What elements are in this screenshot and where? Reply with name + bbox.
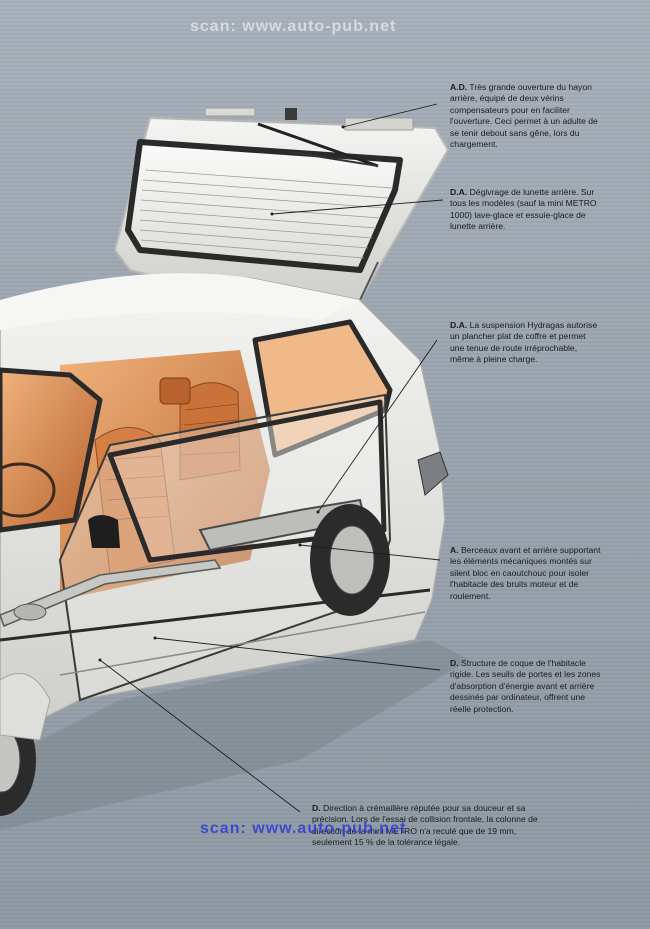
rear-wiper (257, 122, 379, 168)
callout-code: A.D. (450, 82, 468, 92)
car-shadow (0, 640, 470, 830)
callout-suspension: D.A. La suspension Hydragas autorise un … (450, 320, 600, 366)
callout-body-structure: D. Structure de coque de l'habitacle rig… (450, 658, 602, 715)
callout-code: A. (450, 545, 459, 555)
callout-code: D.A. (450, 187, 468, 197)
watermark-bottom: scan: www.auto-pub.net (200, 820, 407, 837)
callout-tailgate: A.D. Très grande ouverture du hayon arri… (450, 82, 600, 150)
callout-code: D. (450, 658, 459, 668)
callout-text: Berceaux avant et arrière supportant les… (450, 545, 601, 601)
rear-wheel (310, 504, 390, 616)
callout-leaders (99, 103, 444, 813)
tailgate (113, 107, 450, 301)
exhaust (0, 559, 222, 627)
steering-wheel (0, 462, 56, 518)
rear-light (417, 451, 449, 496)
callout-text: Direction à crémaillère réputée pour sa … (312, 803, 538, 848)
callout-code: D. (312, 803, 321, 813)
front-side-window (0, 367, 103, 533)
side-mirror (88, 515, 120, 548)
callout-text: Structure de coque de l'habitacle rigide… (450, 658, 601, 714)
callout-steering: D. Direction à crémaillère réputée pour … (312, 803, 547, 849)
rear-seat (159, 377, 241, 481)
callout-text: La suspension Hydragas autorise un planc… (450, 320, 598, 365)
watermark-top: scan: www.auto-pub.net (190, 18, 397, 35)
callout-code: D.A. (450, 320, 468, 330)
leader-dots (98, 125, 345, 662)
callout-subframes: A. Berceaux avant et arrière supportant … (450, 545, 602, 602)
car-body (0, 273, 449, 816)
demister-lines (139, 169, 393, 259)
callout-text: Très grande ouverture du hayon arrière, … (450, 82, 598, 150)
callout-rear-window: D.A. Dégivrage de lunette arrière. Sur t… (450, 187, 600, 233)
callout-text: Dégivrage de lunette arrière. Sur tous l… (450, 187, 597, 232)
